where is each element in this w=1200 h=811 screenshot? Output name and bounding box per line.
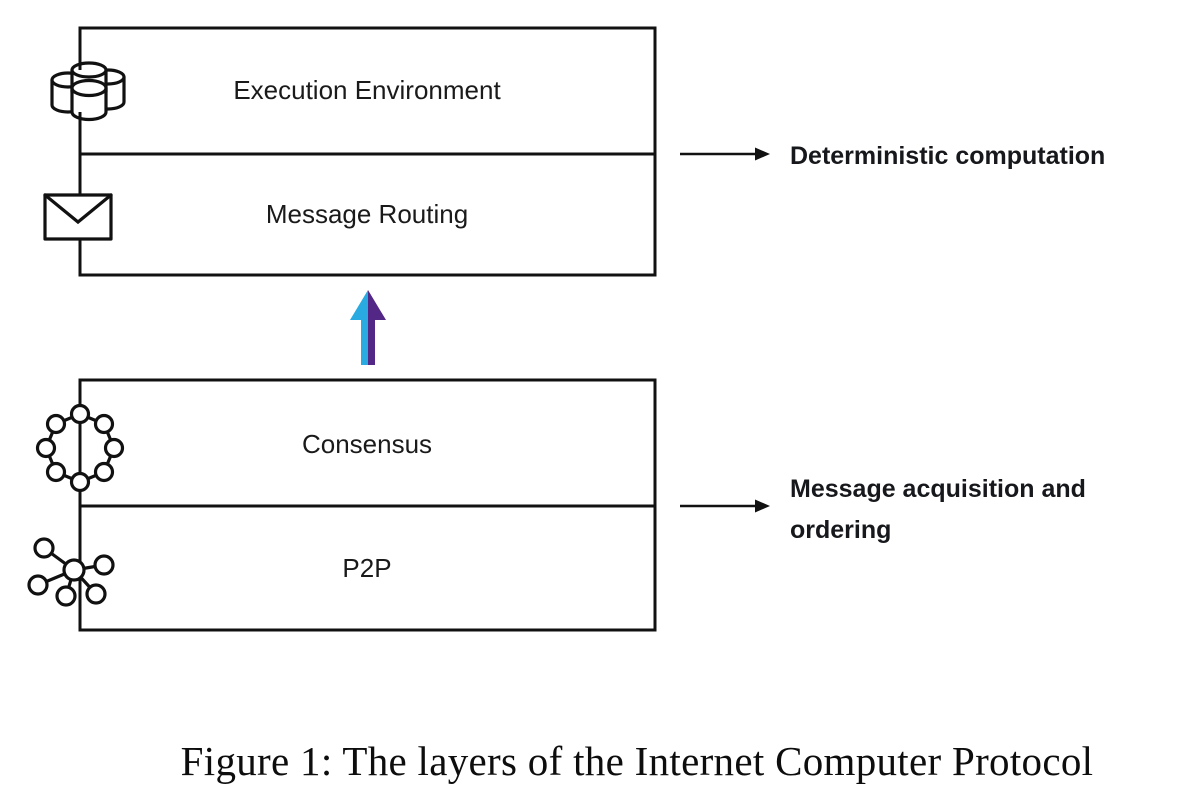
layer-label-message-routing: Message Routing bbox=[266, 199, 468, 229]
up-arrow-right-half bbox=[368, 290, 386, 365]
layer-message-routing[interactable]: Message Routing bbox=[266, 199, 468, 229]
deterministic-computation-annotation: Deterministic computation bbox=[680, 142, 1105, 170]
message-acquisition-annotation: Message acquisition and ordering bbox=[680, 475, 1086, 544]
annotation-label-message-acquisition-line2: ordering bbox=[790, 516, 891, 544]
figure-caption: Figure 1: The layers of the Internet Com… bbox=[181, 738, 1094, 784]
right-arrow-icon-lower bbox=[680, 499, 770, 513]
layer-label-p2p: P2P bbox=[342, 553, 391, 583]
peer-network-icon bbox=[27, 537, 115, 607]
layer-label-consensus: Consensus bbox=[302, 429, 432, 459]
annotation-label-deterministic-computation: Deterministic computation bbox=[790, 142, 1105, 170]
node-ring-icon bbox=[35, 403, 125, 493]
up-arrow-icon bbox=[350, 290, 386, 365]
layer-consensus[interactable]: Consensus bbox=[302, 429, 432, 459]
layer-label-execution-environment: Execution Environment bbox=[233, 75, 501, 105]
up-arrow-left-half bbox=[350, 290, 368, 365]
upper-stack-outline bbox=[78, 26, 657, 277]
upper-layer-stack: Execution Environment Message Routing bbox=[78, 26, 657, 277]
database-cluster-icon bbox=[50, 61, 126, 122]
layer-p2p[interactable]: P2P bbox=[342, 553, 391, 583]
annotation-label-message-acquisition-line1: Message acquisition and bbox=[790, 475, 1086, 503]
layer-execution-environment[interactable]: Execution Environment bbox=[233, 75, 501, 105]
right-arrow-icon-upper bbox=[680, 147, 770, 161]
envelope-icon bbox=[43, 193, 113, 241]
lower-layer-stack: Consensus P2P bbox=[78, 378, 657, 632]
